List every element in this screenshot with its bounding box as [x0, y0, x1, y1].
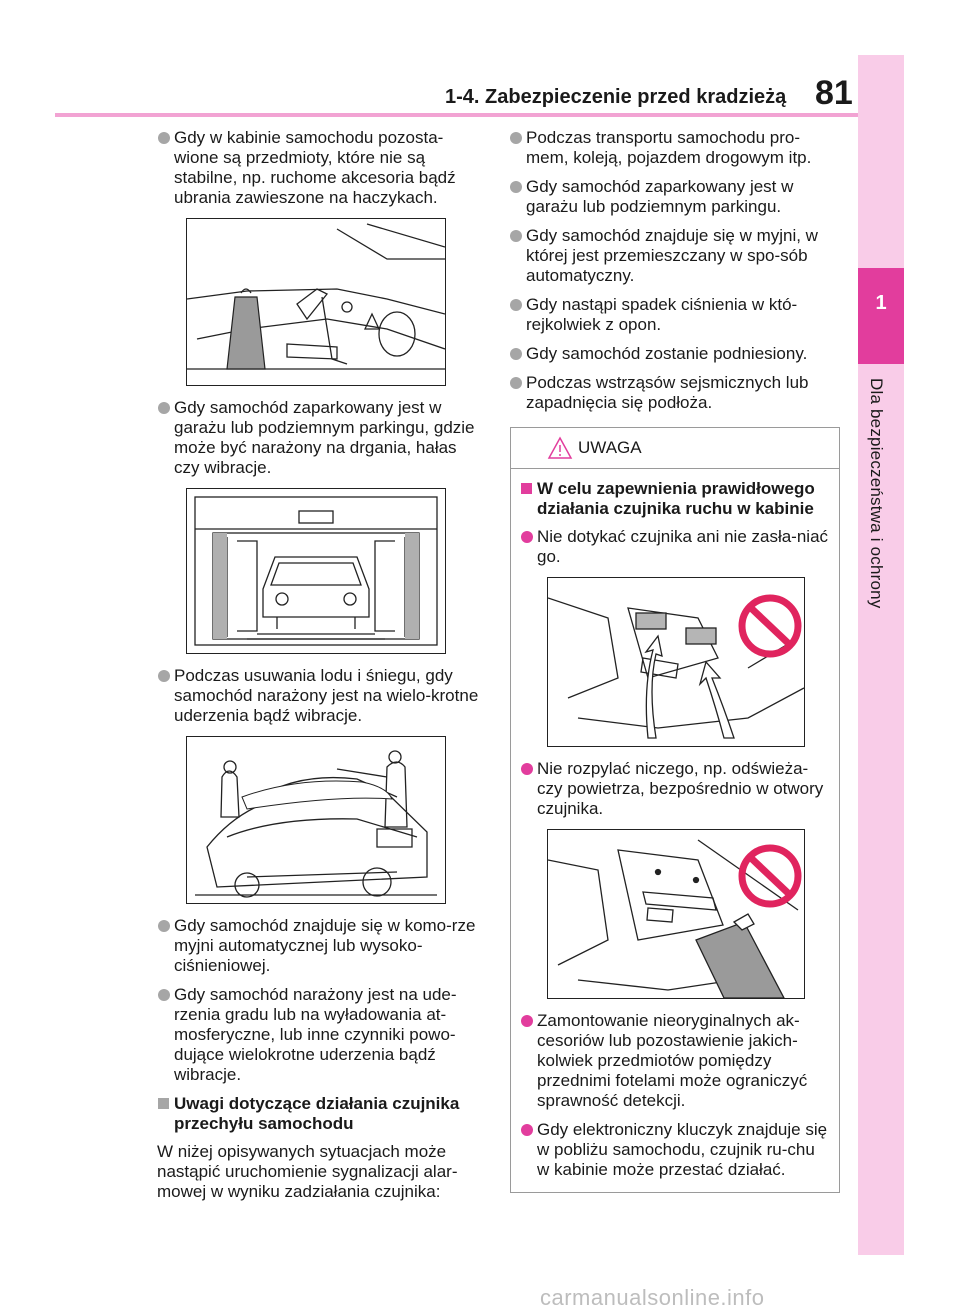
interior-hanging-clothes-figure [186, 218, 446, 386]
list-item: Podczas transportu samochodu pro-mem, ko… [510, 128, 840, 168]
body-paragraph: W niżej opisywanych sytuacjach może nast… [157, 1142, 458, 1201]
snow-clearing-illustration [195, 750, 437, 898]
car-interior-illustration [187, 223, 445, 370]
side-tab [858, 55, 904, 1255]
warning-triangle-icon [547, 436, 573, 459]
list-item: Gdy samochód zostanie podniesiony. [510, 344, 840, 364]
watermark: carmanualsonline.info [540, 1285, 765, 1310]
list-item: Gdy nastąpi spadek ciśnienia w któ-rejko… [510, 295, 840, 335]
list-item: Gdy samochód zaparkowany jest w garażu l… [158, 398, 484, 478]
side-tab-active-chapter [858, 268, 904, 364]
list-item: Podczas usuwania lodu i śniegu, gdy samo… [158, 666, 484, 726]
sensor-touch-prohibited-figure [547, 577, 805, 747]
sensor-covering-illustration [548, 594, 804, 739]
section-subheading: Uwagi dotyczące działania czujnika przec… [158, 1094, 484, 1134]
section-title: 1-4. Zabezpieczenie przed kradzieżą [445, 86, 787, 108]
list-item: Podczas wstrząsów sejsmicznych lub zapad… [510, 373, 840, 413]
list-item: Gdy samochód narażony jest na ude-rzenia… [158, 985, 484, 1085]
warning-box: UWAGA W celu zapewnienia prawidłowego dz… [510, 427, 840, 1193]
list-item: Gdy w kabinie samochodu pozosta-wione są… [158, 128, 484, 208]
garage-car-figure [186, 488, 446, 654]
warning-label: UWAGA [578, 438, 642, 457]
warning-header: UWAGA [511, 428, 839, 469]
page-number: 81 [815, 74, 853, 112]
chapter-title: Dla bezpieczeństwa i ochrony [867, 378, 886, 609]
spray-prohibited-figure [547, 829, 805, 999]
left-column: Gdy w kabinie samochodu pozosta-wione są… [157, 128, 484, 1202]
header-rule [55, 113, 875, 117]
list-item: Gdy samochód znajduje się w komo-rze myj… [158, 916, 484, 976]
list-item: Gdy samochód znajduje się w myjni, w któ… [510, 226, 840, 286]
list-item: Gdy samochód zaparkowany jest w garażu l… [510, 177, 840, 217]
chapter-number: 1 [875, 292, 887, 314]
list-item: Gdy elektroniczny kluczyk znajduje się w… [521, 1120, 829, 1180]
right-column: Podczas transportu samochodu pro-mem, ko… [510, 128, 840, 1193]
warning-heading: W celu zapewnienia prawidłowego działani… [521, 479, 829, 519]
list-item: Nie rozpylać niczego, np. odświeża-czy p… [521, 759, 829, 819]
garage-illustration [194, 496, 438, 646]
list-item: Nie dotykać czujnika ani nie zasła-niać … [521, 527, 829, 567]
spray-sensor-illustration [548, 839, 802, 998]
list-item: Zamontowanie nieoryginalnych ak-cesoriów… [521, 1011, 829, 1111]
snow-removal-figure [186, 736, 446, 904]
